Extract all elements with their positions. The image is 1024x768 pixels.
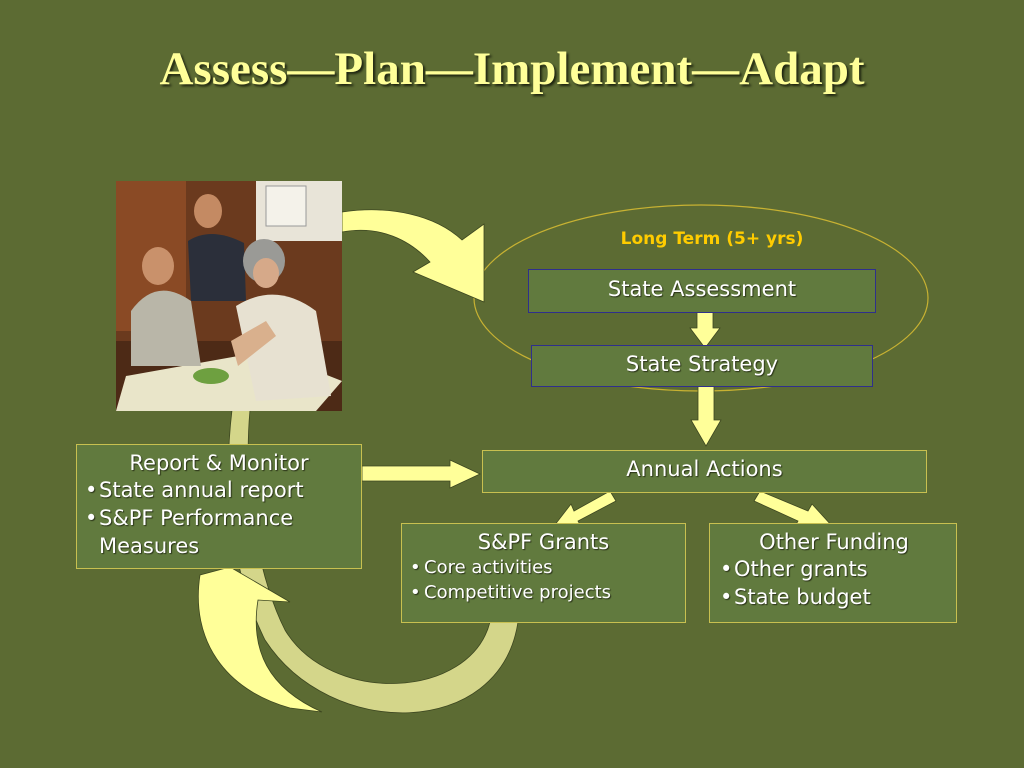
spf-grants-heading: S&PF Grants (477, 530, 610, 554)
other-funding-box: Other Funding Other grants State budget (709, 523, 957, 623)
other-funding-item: Other grants (718, 555, 950, 583)
spf-grants-box: S&PF Grants Core activities Competitive … (401, 523, 686, 623)
arrow-report-to-annual (361, 459, 481, 489)
report-monitor-heading: Report & Monitor (129, 451, 309, 475)
other-funding-item: State budget (718, 583, 950, 611)
state-strategy-box: State Strategy (531, 345, 873, 387)
team-photo (116, 181, 342, 411)
report-monitor-box: Report & Monitor State annual report S&P… (76, 444, 362, 569)
spf-grants-item: Competitive projects (408, 580, 679, 605)
other-funding-heading: Other Funding (759, 530, 909, 554)
report-monitor-item: S&PF Performance Measures (83, 504, 355, 560)
cycle-arrow-top (341, 209, 485, 303)
annual-actions-label: Annual Actions (626, 457, 783, 481)
state-strategy-label: State Strategy (625, 352, 779, 376)
slide-title: Assess—Plan—Implement—Adapt (159, 43, 865, 95)
long-term-label: Long Term (5+ yrs) (620, 229, 804, 249)
arrow-strategy-to-annual (690, 385, 722, 447)
state-assessment-box: State Assessment (528, 269, 876, 313)
annual-actions-box: Annual Actions (482, 450, 927, 493)
arrow-assessment-to-strategy (689, 307, 721, 349)
spf-grants-item: Core activities (408, 555, 679, 580)
report-monitor-item: State annual report (83, 476, 355, 504)
cycle-arrow-left (198, 566, 323, 713)
state-assessment-label: State Assessment (607, 277, 797, 301)
